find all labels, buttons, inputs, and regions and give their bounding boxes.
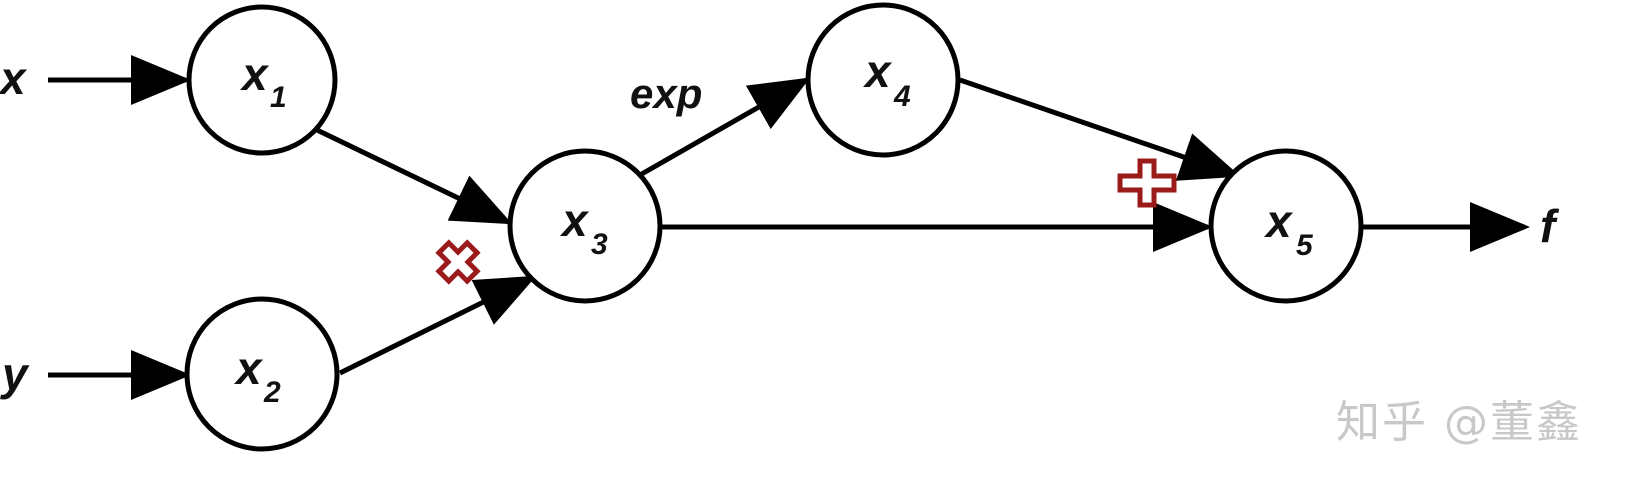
node-x1: x 1	[186, 4, 338, 156]
node-x4-label: x	[862, 45, 893, 97]
input-label-x: x	[0, 52, 28, 104]
node-x3-circle	[507, 148, 663, 304]
plus-icon	[1117, 158, 1177, 208]
multiply-icon	[435, 239, 481, 285]
edge-label-exp: exp	[630, 70, 702, 117]
edge-x3-to-x4	[638, 77, 811, 178]
edge-x2-to-x3	[338, 275, 537, 376]
node-x2-circle	[184, 296, 340, 452]
node-x3: x 3	[507, 148, 663, 304]
node-x2-label: x	[233, 342, 264, 394]
node-x4: x 4	[805, 2, 961, 158]
node-x5-circle	[1208, 148, 1364, 304]
multiply-icon-shape	[435, 239, 481, 285]
node-x4-circle	[805, 2, 961, 158]
node-x2-subscript: 2	[263, 376, 281, 409]
node-x1-subscript: 1	[270, 81, 287, 114]
node-x3-label: x	[559, 194, 590, 246]
node-x1-circle	[186, 4, 338, 156]
node-x1-label: x	[239, 48, 270, 100]
node-x3-subscript: 3	[591, 228, 608, 261]
node-x4-subscript: 4	[893, 80, 911, 113]
plus-icon-shape	[1117, 158, 1177, 208]
edges	[48, 55, 1530, 400]
edge-x4-to-x5	[959, 77, 1241, 181]
output-label-f: f	[1540, 200, 1560, 252]
watermark: 知乎 @董鑫	[1336, 397, 1582, 448]
edge-x1-to-x3	[315, 127, 513, 225]
node-x2: x 2	[184, 296, 340, 452]
node-x5-subscript: 5	[1296, 229, 1314, 262]
input-label-y: y	[0, 348, 30, 400]
node-x5: x 5	[1208, 148, 1364, 304]
node-x5-label: x	[1263, 195, 1294, 247]
